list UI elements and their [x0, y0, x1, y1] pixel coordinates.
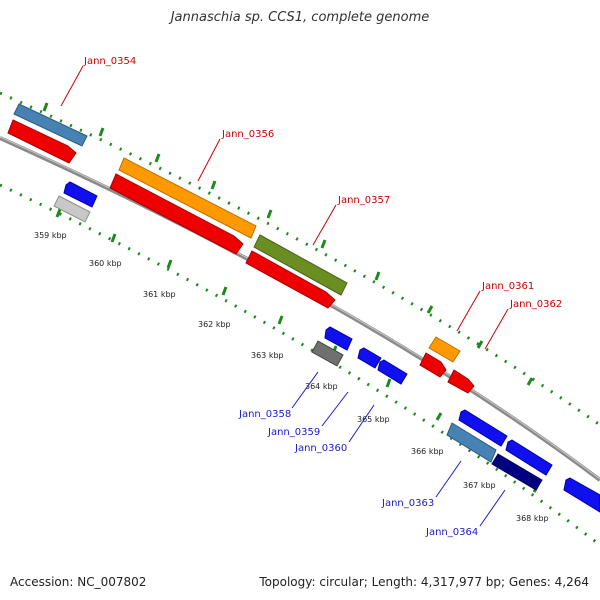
gene-jann-0357b [245, 250, 336, 309]
gene-label-jann-0357: Jann_0357 [337, 195, 390, 206]
gene-jann-0356b [109, 173, 244, 255]
gene-rev-a [63, 181, 98, 208]
kbp-label: 365 kbp [357, 415, 390, 424]
kbp-label: 366 kbp [411, 447, 444, 456]
gene-jann-0357 [253, 234, 348, 296]
gene-label-jann-0360: Jann_0360 [294, 443, 347, 454]
gene-jann-0363 [446, 422, 497, 463]
gene-jann-0361b [419, 352, 447, 378]
gene-jann-0355 [7, 119, 77, 164]
kbp-label: 364 kbp [305, 382, 338, 391]
gene-jann-0356 [118, 157, 257, 239]
gene-jann-0361 [428, 336, 461, 363]
genome-summary-text: Topology: circular; Length: 4,317,977 bp… [259, 575, 589, 589]
kbp-label: 368 kbp [516, 514, 549, 523]
gene-label-jann-0361: Jann_0361 [481, 281, 534, 292]
gene-label-jann-0354: Jann_0354 [83, 56, 136, 67]
kbp-label: 361 kbp [143, 290, 176, 299]
accession-text: Accession: NC_007802 [10, 575, 147, 589]
gene-jann-0354 [13, 103, 88, 147]
gene-rev-d [458, 409, 508, 447]
gene-jann-0362 [447, 369, 475, 394]
gene-rev-f [563, 477, 600, 513]
gene-label-jann-0363: Jann_0363 [381, 498, 434, 509]
outer-major-ticks [42, 102, 534, 386]
reverse-leader-lines [291, 371, 506, 527]
kbp-label: 360 kbp [89, 259, 122, 268]
gene-label-jann-0359: Jann_0359 [267, 427, 320, 438]
gene-jann-0364 [491, 453, 543, 491]
forward-leader-lines [60, 65, 509, 350]
kbp-label: 367 kbp [463, 481, 496, 490]
gene-label-jann-0356: Jann_0356 [221, 129, 274, 140]
gene-jann-0359 [357, 347, 382, 369]
gene-rev-e [505, 439, 553, 476]
kbp-label: 359 kbp [34, 231, 67, 240]
kbp-label: 362 kbp [198, 320, 231, 329]
inner-tick-ring [0, 183, 600, 547]
kbp-label: 363 kbp [251, 351, 284, 360]
map-title: Jannaschia sp. CCS1, complete genome [170, 10, 430, 25]
gene-label-jann-0358: Jann_0358 [238, 409, 291, 420]
gene-jann-0360 [377, 359, 408, 385]
gene-jann-0358 [311, 340, 344, 367]
gene-label-jann-0362: Jann_0362 [509, 299, 562, 310]
gene-rev-b [53, 195, 91, 223]
gene-label-jann-0364: Jann_0364 [425, 527, 478, 538]
gene-rev-c [324, 326, 353, 351]
